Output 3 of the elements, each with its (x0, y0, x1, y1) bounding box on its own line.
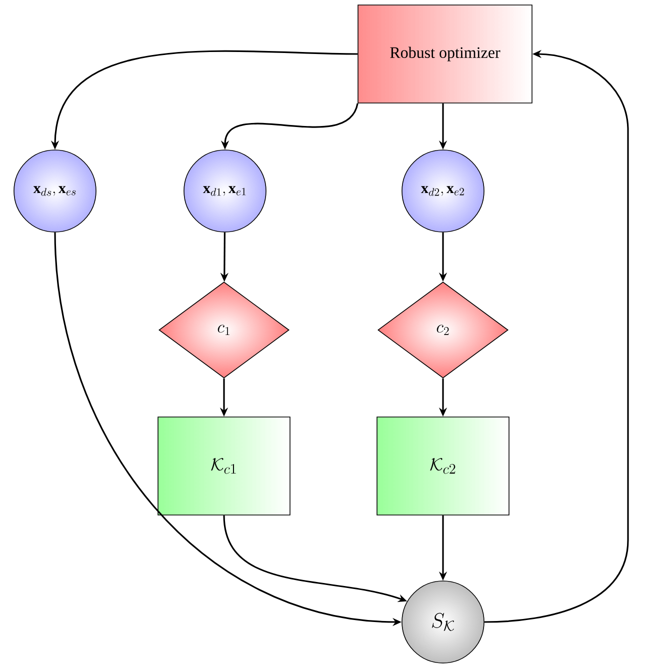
constraint-set-box: $\mathcal{K}_{c2}$ (376, 416, 510, 516)
constraint-set-box: $\mathcal{K}_{c1}$ (158, 416, 290, 516)
optimizer-box: Robust optimizer (358, 4, 532, 104)
